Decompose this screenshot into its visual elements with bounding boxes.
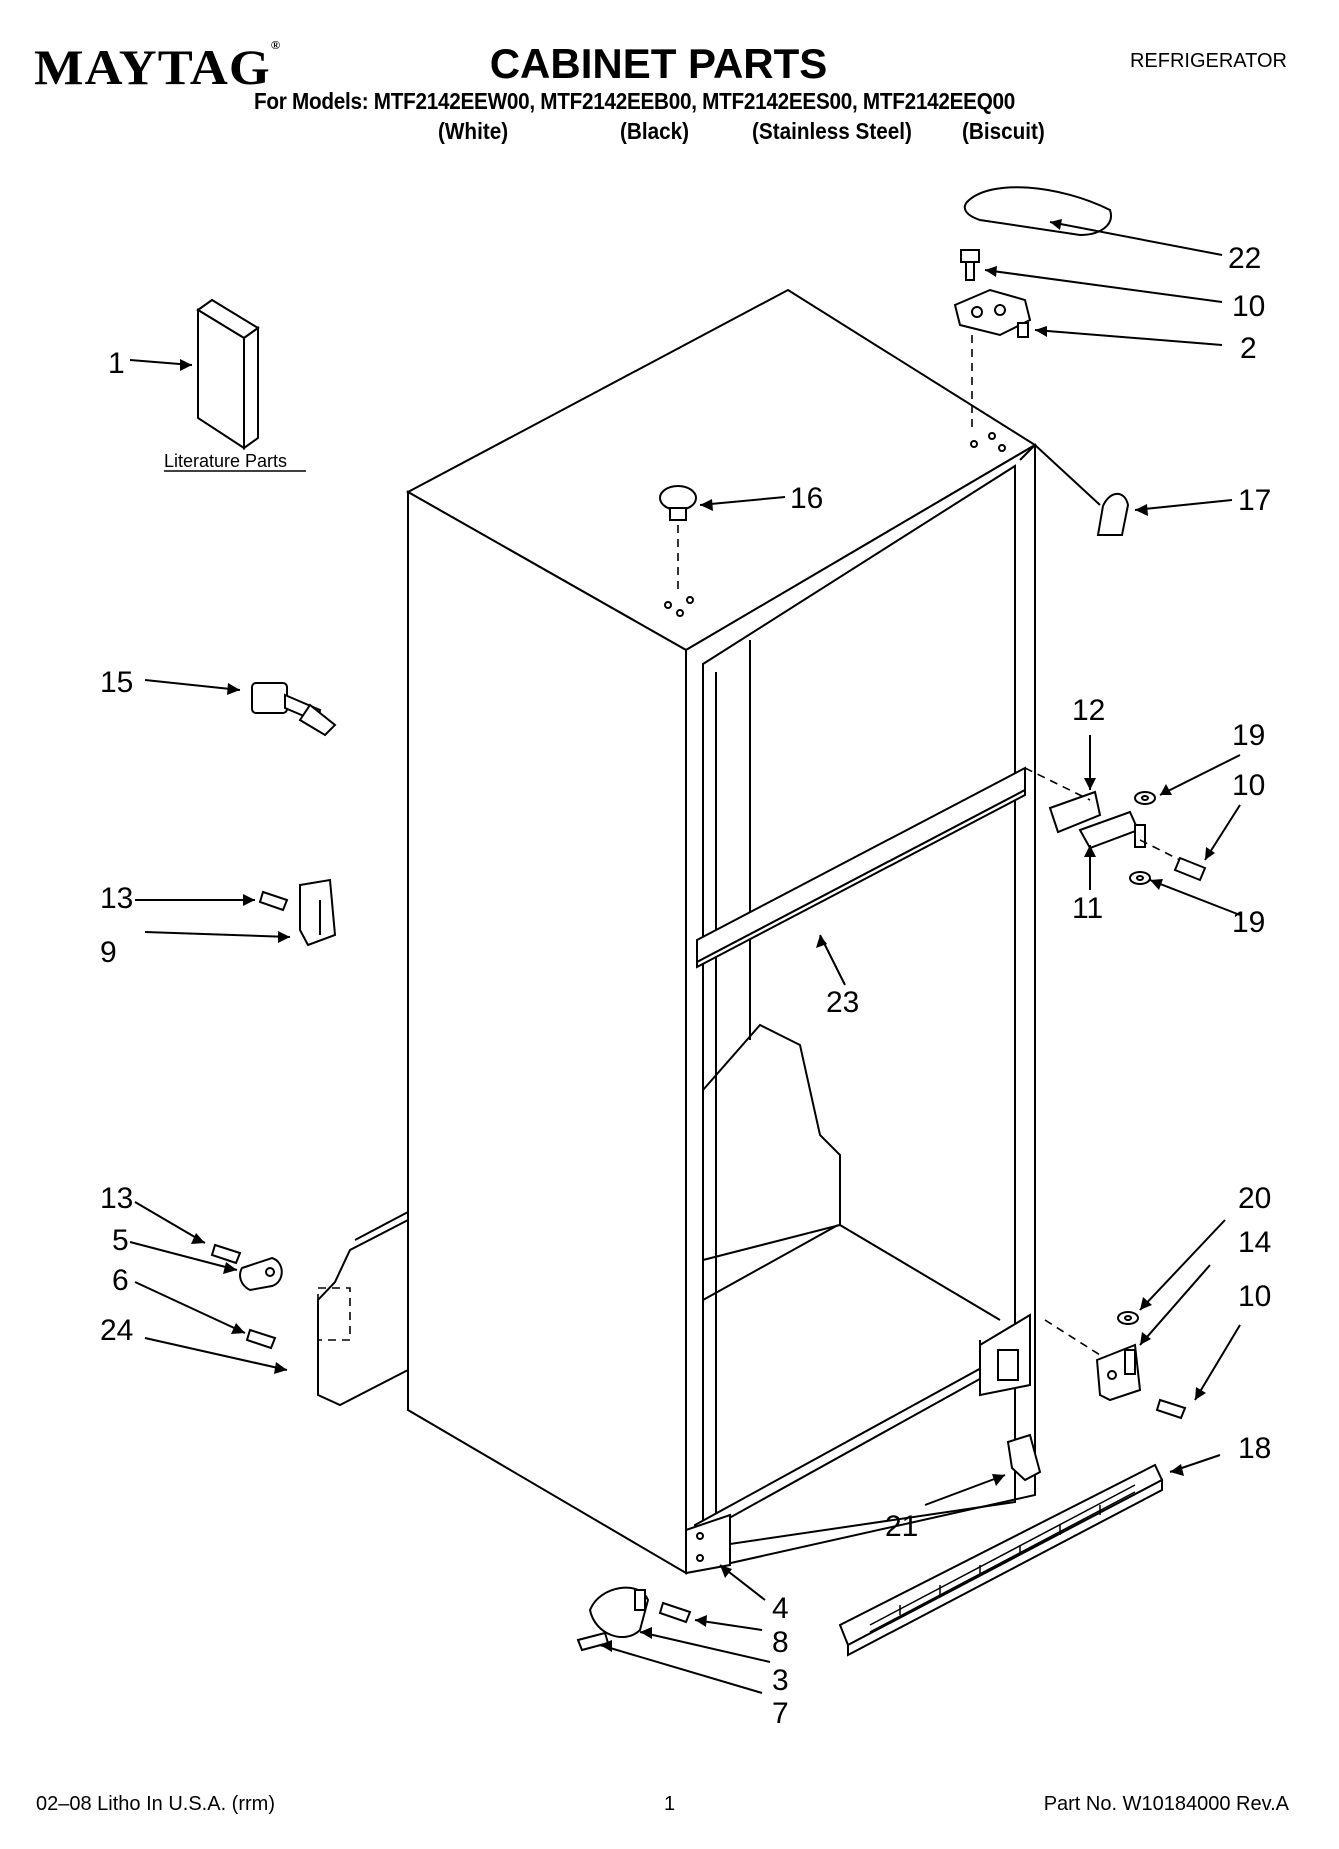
model-list: For Models: MTF2142EEW00, MTF2142EEB00, … bbox=[254, 88, 1016, 114]
callout-21: 21 bbox=[885, 1510, 918, 1543]
literature-book-icon bbox=[196, 298, 260, 450]
callout-20: 20 bbox=[1238, 1182, 1271, 1215]
callout-19-bottom: 19 bbox=[1232, 906, 1265, 939]
page-number: 1 bbox=[664, 1793, 676, 1815]
shim-icon bbox=[317, 1287, 351, 1341]
callout-4: 4 bbox=[772, 1592, 789, 1625]
screw-icon bbox=[210, 1243, 277, 1350]
washer-icon bbox=[1117, 1311, 1139, 1325]
literature-parts-label: Literature Parts bbox=[164, 451, 287, 471]
callout-7: 7 bbox=[772, 1697, 789, 1730]
callout-2: 2 bbox=[1240, 332, 1257, 365]
callout-23: 23 bbox=[826, 986, 859, 1019]
brand-logo: MAYTAG® bbox=[34, 38, 282, 95]
callout-5: 5 bbox=[112, 1224, 129, 1257]
callout-15: 15 bbox=[100, 666, 133, 699]
grille-clip-icon bbox=[1006, 1433, 1042, 1482]
callout-24: 24 bbox=[100, 1314, 133, 1347]
washer-icon bbox=[1129, 791, 1156, 885]
color-stainless: (Stainless Steel) bbox=[752, 118, 912, 144]
callout-14: 14 bbox=[1238, 1226, 1271, 1259]
callout-9: 9 bbox=[100, 936, 117, 969]
callout-10-bottom: 10 bbox=[1238, 1280, 1271, 1313]
leader-arrowheads bbox=[180, 219, 1215, 1652]
callout-22: 22 bbox=[1228, 242, 1261, 275]
page-title: CABINET PARTS bbox=[489, 40, 828, 87]
callout-18: 18 bbox=[1238, 1432, 1271, 1465]
callout-19-top: 19 bbox=[1232, 719, 1265, 752]
callout-10-top: 10 bbox=[1232, 290, 1265, 323]
screw-icon bbox=[258, 890, 289, 912]
document-type: REFRIGERATOR bbox=[1129, 50, 1287, 72]
center-hinge-icon bbox=[1048, 790, 1146, 850]
hinge-plate-icon bbox=[953, 288, 1032, 338]
hinge-cover-icon bbox=[963, 186, 1112, 237]
callout-1: 1 bbox=[108, 347, 125, 380]
callout-labels: 1 22 10 2 16 17 15 12 19 10 11 19 13 9 2… bbox=[100, 242, 1271, 1730]
divider-rail-icon bbox=[696, 766, 1026, 969]
callout-8: 8 bbox=[772, 1626, 789, 1659]
bottom-hinge-icon bbox=[1095, 1343, 1142, 1402]
callout-17: 17 bbox=[1238, 484, 1271, 517]
callout-13-upper: 13 bbox=[100, 882, 133, 915]
callout-3: 3 bbox=[772, 1664, 789, 1697]
litho-note: 02–08 Litho In U.S.A. (rrm) bbox=[36, 1793, 275, 1815]
cabinet-outline-icon bbox=[317, 288, 1037, 1575]
bracket-icon bbox=[299, 878, 337, 947]
strap-clip-icon bbox=[239, 1256, 283, 1292]
leader-lines bbox=[129, 221, 1241, 1694]
callout-12: 12 bbox=[1072, 694, 1105, 727]
screw-icon bbox=[576, 1601, 692, 1652]
screw-icon bbox=[1155, 1398, 1187, 1420]
screw-icon bbox=[1173, 856, 1207, 882]
leveling-leg-icon bbox=[588, 1586, 650, 1639]
callout-11: 11 bbox=[1072, 892, 1103, 925]
screw-icon bbox=[960, 249, 980, 281]
grille-icon bbox=[838, 1463, 1164, 1657]
cover-clip-icon bbox=[1096, 492, 1130, 536]
color-white: (White) bbox=[438, 118, 509, 144]
part-number: Part No. W10184000 Rev.A bbox=[1043, 1793, 1289, 1815]
plug-button-icon bbox=[659, 485, 697, 521]
callout-13-lower: 13 bbox=[100, 1182, 133, 1215]
color-biscuit: (Biscuit) bbox=[962, 118, 1045, 144]
door-stop-icon bbox=[251, 682, 337, 737]
callout-6: 6 bbox=[112, 1264, 129, 1297]
callout-10-center: 10 bbox=[1232, 769, 1265, 802]
color-black: (Black) bbox=[620, 118, 690, 144]
callout-16: 16 bbox=[790, 482, 823, 515]
